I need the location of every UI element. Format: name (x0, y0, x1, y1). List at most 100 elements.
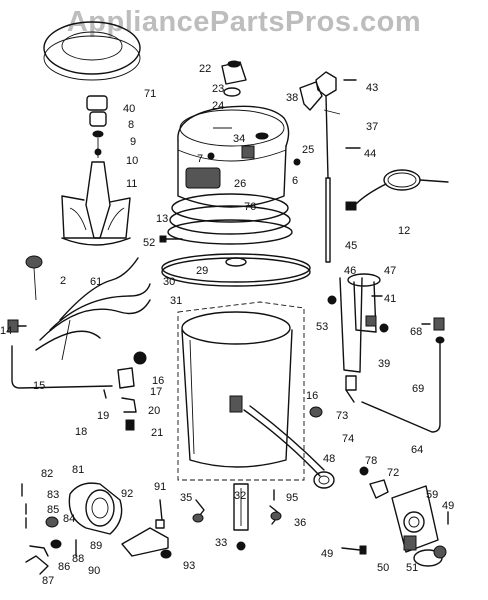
part-72-78-hardware (359, 466, 389, 499)
callout-12: 12 (398, 225, 410, 237)
callout-95: 95 (286, 492, 298, 504)
callout-59: 59 (426, 489, 438, 501)
callout-85: 85 (47, 504, 59, 516)
callout-30: 30 (163, 276, 175, 288)
part-52-screw (159, 235, 183, 243)
part-48-fitting (313, 471, 335, 489)
callout-88: 88 (72, 553, 84, 565)
callout-73: 73 (336, 410, 348, 422)
callout-8: 8 (128, 119, 134, 131)
callout-68: 68 (410, 326, 422, 338)
callout-83: 83 (47, 489, 59, 501)
callout-24: 24 (212, 100, 224, 112)
callout-36: 36 (294, 517, 306, 529)
callout-9: 9 (130, 136, 136, 148)
callout-20: 20 (148, 405, 160, 417)
callout-41: 41 (384, 293, 396, 305)
callout-81: 81 (72, 464, 84, 476)
callout-23: 23 (212, 83, 224, 95)
part-32-36-hardware (192, 483, 282, 551)
callout-10: 10 (126, 155, 138, 167)
callout-13: 13 (156, 213, 168, 225)
callout-29: 29 (196, 265, 208, 277)
part-12-power-cord (345, 169, 449, 211)
part-13-tub-top (167, 105, 301, 245)
callout-93: 93 (183, 560, 195, 572)
part-16-21-hardware (103, 351, 147, 431)
callout-43: 43 (366, 82, 378, 94)
part-29-30-seal (161, 253, 311, 287)
callout-69: 69 (412, 383, 424, 395)
callout-2: 2 (60, 275, 66, 287)
callout-26: 26 (234, 178, 246, 190)
callout-84: 84 (63, 513, 75, 525)
callout-49: 49 (321, 548, 333, 560)
callout-16: 16 (306, 390, 318, 402)
part-73-bracket (309, 375, 357, 418)
callout-47: 47 (384, 265, 396, 277)
callout-35: 35 (180, 492, 192, 504)
part-46-47-pump-hose (327, 273, 389, 373)
callout-16: 16 (152, 375, 164, 387)
callout-51: 51 (406, 562, 418, 574)
callout-89: 89 (90, 540, 102, 552)
callout-91: 91 (154, 481, 166, 493)
part-11-agitator (61, 161, 131, 246)
callout-17: 17 (150, 386, 162, 398)
callout-46: 46 (344, 265, 356, 277)
callout-86: 86 (58, 561, 70, 573)
part-91-93-bracket (121, 499, 172, 559)
callout-78: 78 (365, 455, 377, 467)
callout-76: 76 (244, 201, 256, 213)
callout-38: 38 (286, 92, 298, 104)
callout-34: 34 (233, 133, 245, 145)
callout-40: 40 (123, 103, 135, 115)
part-15-rod (11, 345, 113, 389)
part-81-motor (68, 482, 123, 557)
callout-64: 64 (411, 444, 423, 456)
callout-6: 6 (292, 175, 298, 187)
callout-15: 15 (33, 380, 45, 392)
part-71-lid (43, 21, 141, 81)
part-82-88-small-parts (21, 483, 62, 575)
callout-25: 25 (302, 144, 314, 156)
callout-61: 61 (90, 276, 102, 288)
part-2-61-wiring (25, 255, 151, 361)
callout-44: 44 (364, 148, 376, 160)
callout-82: 82 (41, 468, 53, 480)
callout-7: 7 (197, 153, 203, 165)
watermark: AppliancePartsPros.com (66, 6, 422, 38)
callout-31: 31 (170, 295, 182, 307)
callout-92: 92 (121, 488, 133, 500)
part-64-59-pump (391, 485, 449, 553)
callout-87: 87 (42, 575, 54, 587)
callout-71: 71 (144, 88, 156, 100)
callout-19: 19 (97, 410, 109, 422)
callout-22: 22 (199, 63, 211, 75)
callout-45: 45 (345, 240, 357, 252)
callout-32: 32 (234, 490, 246, 502)
part-69-74-rod (361, 336, 445, 433)
callout-52: 52 (143, 237, 155, 249)
part-68-clip (421, 317, 445, 331)
callout-18: 18 (75, 426, 87, 438)
callout-33: 33 (215, 537, 227, 549)
callout-53: 53 (316, 321, 328, 333)
callout-11: 11 (126, 178, 137, 190)
part-37-38-43-shaft (299, 71, 361, 263)
callout-21: 21 (151, 427, 163, 439)
part-14-connector (7, 319, 27, 333)
callout-90: 90 (88, 565, 100, 577)
callout-49: 49 (442, 500, 454, 512)
callout-74: 74 (342, 433, 354, 445)
callout-48: 48 (323, 453, 335, 465)
callout-14: 14 (0, 325, 12, 337)
callout-37: 37 (366, 121, 378, 133)
part-40-8-9-10-stack (86, 95, 108, 158)
part-49-51-hardware (341, 545, 447, 567)
callout-39: 39 (378, 358, 390, 370)
part-31-outer-tub (177, 301, 325, 481)
